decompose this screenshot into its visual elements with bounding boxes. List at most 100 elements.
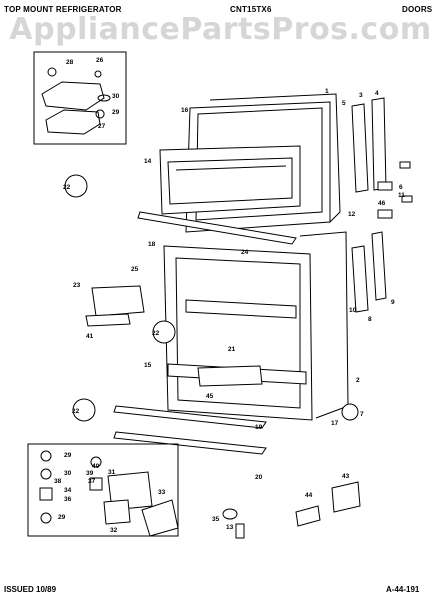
hinge-bushing-detail-icon xyxy=(64,174,88,198)
callout-34: 34 xyxy=(64,487,72,494)
callout-21: 21 xyxy=(228,346,236,353)
callout-25: 25 xyxy=(131,266,139,273)
screw-icon xyxy=(47,67,57,77)
callout-12: 12 xyxy=(348,211,356,218)
callout-40: 40 xyxy=(92,463,100,470)
callout-2: 2 xyxy=(356,377,360,384)
hinge-spacer-2 xyxy=(377,209,393,219)
callout-39: 39 xyxy=(86,470,94,477)
freezer-handle-strip xyxy=(137,211,297,245)
washer-icon xyxy=(97,94,111,102)
fresh-door-inner xyxy=(175,257,301,409)
cap-icon-40 xyxy=(90,456,102,468)
callout-32: 32 xyxy=(110,527,118,534)
callout-46: 46 xyxy=(378,200,386,207)
callout-6: 6 xyxy=(399,184,403,191)
callout-36: 36 xyxy=(64,496,72,503)
fresh-door-gasket xyxy=(299,231,349,419)
bracket-43 xyxy=(331,481,361,513)
cap-icon-35 xyxy=(222,508,238,520)
kick-strip xyxy=(113,405,267,429)
callout-1: 1 xyxy=(325,88,329,95)
freezer-shelf-inner xyxy=(167,157,293,205)
callout-7: 7 xyxy=(360,411,364,418)
door-stop-detail-icon xyxy=(341,403,359,421)
stud-icon-13 xyxy=(235,523,245,539)
callout-22-a: 22 xyxy=(63,184,71,191)
callout-20: 20 xyxy=(255,474,263,481)
hinge-bracket-3 xyxy=(371,97,387,191)
freezer-door xyxy=(159,93,341,233)
plate-32 xyxy=(103,499,131,525)
bushing-icon xyxy=(94,70,102,78)
callout-15: 15 xyxy=(144,362,152,369)
callout-18: 18 xyxy=(148,241,156,248)
fresh-food-door xyxy=(163,231,349,421)
callout-26: 26 xyxy=(96,57,104,64)
callout-23: 23 xyxy=(73,282,81,289)
hardware-frame xyxy=(27,443,179,537)
section-name: DOORS xyxy=(402,5,433,14)
egg-tray xyxy=(197,365,263,387)
callout-3: 3 xyxy=(359,92,363,99)
door-stop-bracket xyxy=(351,245,369,313)
callout-4: 4 xyxy=(375,90,379,97)
callout-30-b: 30 xyxy=(64,470,72,477)
hinge-plate-bottom xyxy=(45,109,101,135)
lower-hinge-detail-icon xyxy=(72,398,96,422)
callout-14: 14 xyxy=(144,158,152,165)
butter-compartment xyxy=(91,285,145,317)
callout-11: 11 xyxy=(398,192,405,199)
diagram-title: TOP MOUNT REFRIGERATOR xyxy=(4,5,122,14)
door-cam-detail-icon xyxy=(152,320,176,344)
freezer-shelf-rail xyxy=(175,165,287,171)
callout-27: 27 xyxy=(98,123,106,130)
model-number: CNT15TX6 xyxy=(230,5,272,14)
cap-icon xyxy=(95,109,105,119)
callout-22-c: 22 xyxy=(72,408,80,415)
callout-17: 17 xyxy=(331,420,339,427)
freezer-door-shelf xyxy=(159,145,301,215)
callout-16: 16 xyxy=(181,107,189,114)
hinge-spacer xyxy=(377,181,393,191)
callout-43: 43 xyxy=(342,473,350,480)
callout-29-c: 29 xyxy=(58,514,66,521)
screw-icon-29 xyxy=(40,450,52,462)
callout-45: 45 xyxy=(206,393,214,400)
callout-30-a: 30 xyxy=(112,93,120,100)
bracket-icon-39 xyxy=(89,477,103,491)
callout-33: 33 xyxy=(158,489,166,496)
callout-19: 19 xyxy=(255,424,263,431)
hardware-inset xyxy=(27,443,179,537)
callout-37: 37 xyxy=(88,478,96,485)
inset-frame xyxy=(33,51,127,145)
bottom-hinge-bracket xyxy=(141,499,179,537)
callout-41: 41 xyxy=(86,333,94,340)
callout-29-b: 29 xyxy=(64,452,72,459)
center-hinge-parts xyxy=(351,97,413,313)
callout-35: 35 xyxy=(212,516,220,523)
callout-22-b: 22 xyxy=(152,330,160,337)
callout-38: 38 xyxy=(54,478,62,485)
issue-date: ISSUED 10/89 xyxy=(4,585,57,594)
top-hinge-inset xyxy=(33,51,127,145)
callout-28: 28 xyxy=(66,59,74,66)
watermark: AppliancePartsPros.com xyxy=(9,12,432,47)
hinge-plate-top xyxy=(41,81,105,111)
freezer-door-gasket xyxy=(209,93,341,223)
bottom-trim xyxy=(113,431,267,455)
butter-door xyxy=(85,313,131,327)
callout-8: 8 xyxy=(368,316,372,323)
washer-icon-30 xyxy=(40,468,52,480)
callout-labels: 1 2 3 4 5 6 7 8 9 10 11 12 13 14 15 16 1… xyxy=(54,57,405,534)
fresh-door-liner xyxy=(163,245,313,421)
callout-13: 13 xyxy=(226,524,234,531)
callout-9: 9 xyxy=(391,299,395,306)
page-code: A-44-191 xyxy=(386,585,420,594)
callout-44: 44 xyxy=(305,492,313,499)
door-shelf-upper xyxy=(185,299,297,319)
callout-24: 24 xyxy=(241,249,249,256)
hinge-pin-icon xyxy=(39,487,53,501)
callout-10: 10 xyxy=(349,307,357,314)
